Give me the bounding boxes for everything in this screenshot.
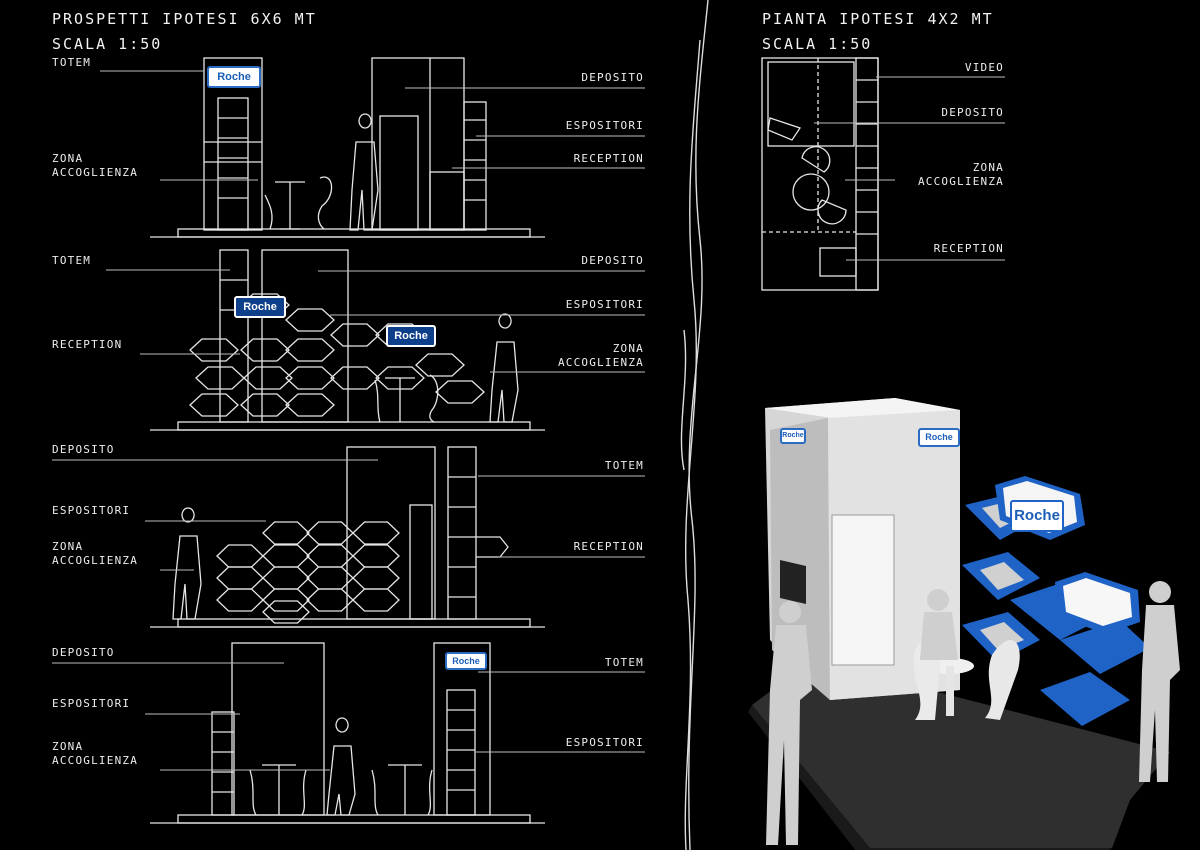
label-reception-1: RECEPTION (573, 152, 644, 165)
label-espositori-4: ESPOSITORI (52, 697, 131, 710)
stand-render (748, 398, 1180, 850)
roche-logo-elev4: Roche (445, 652, 487, 670)
label-plan-zona-a: ZONA (972, 161, 1004, 174)
hex-display-cell (240, 393, 290, 417)
label-espositori-3: ESPOSITORI (52, 504, 131, 517)
label-plan-reception: RECEPTION (933, 242, 1004, 255)
hex-display-cell (415, 353, 465, 377)
hex-display-cell (262, 600, 310, 624)
roche-logo-render-hex: Roche (1010, 500, 1064, 532)
label-zona-1a: ZONA (52, 152, 84, 165)
roche-logo-render-front: Roche (918, 428, 960, 447)
label-zona-4b: ACCOGLIENZA (52, 754, 139, 767)
hex-display-cell (352, 521, 400, 545)
plan-scale: SCALA 1:50 (762, 35, 873, 53)
hex-display-cell (285, 393, 335, 417)
label-zona-2b: ACCOGLIENZA (557, 356, 644, 369)
label-espositori-4-right: ESPOSITORI (565, 736, 644, 749)
label-espositori-1: ESPOSITORI (565, 119, 644, 132)
hex-display-cell (216, 566, 264, 590)
elevations-title: PROSPETTI IPOTESI 6X6 MT (52, 10, 317, 28)
label-reception-3: RECEPTION (573, 540, 644, 553)
label-plan-video: VIDEO (964, 61, 1004, 74)
hex-display-cell (306, 588, 354, 612)
hex-display-cell (352, 566, 400, 590)
hex-display-cell (243, 366, 293, 390)
hex-display-cell (262, 566, 310, 590)
hex-display-cell (216, 544, 264, 568)
label-plan-zona-b: ACCOGLIENZA (917, 175, 1004, 188)
floor-plan-drawing (761, 57, 879, 291)
roche-logo-render-side: Roche (780, 428, 806, 444)
roche-logo-elev2-a: Roche (234, 296, 286, 318)
label-reception-2: RECEPTION (52, 338, 123, 351)
label-espositori-2: ESPOSITORI (565, 298, 644, 311)
elevation-3-drawing (150, 446, 545, 628)
hex-display-cell (285, 338, 335, 362)
label-zona-1b: ACCOGLIENZA (52, 166, 139, 179)
hex-display-cell (216, 588, 264, 612)
label-totem-1: TOTEM (52, 56, 92, 69)
elevation-1-drawing (150, 57, 545, 238)
label-totem-3: TOTEM (604, 459, 644, 472)
divider-line (680, 0, 709, 850)
elevations-scale: SCALA 1:50 (52, 35, 163, 53)
hex-display-cell (306, 521, 354, 545)
elevation-4-drawing (150, 642, 545, 824)
elevation-2-drawing (150, 249, 545, 431)
label-deposito-3: DEPOSITO (52, 443, 115, 456)
label-plan-deposito: DEPOSITO (941, 106, 1004, 119)
hex-display-cell (352, 544, 400, 568)
hex-display-cell (195, 366, 245, 390)
hex-display-cell (285, 308, 335, 332)
hex-display-cell (262, 521, 310, 545)
leader-lines (52, 70, 645, 771)
hex-display-cell (435, 380, 485, 404)
label-zona-3a: ZONA (52, 540, 84, 553)
hex-display-cell (189, 393, 239, 417)
plan-leader-lines (814, 76, 1005, 261)
label-zona-2a: ZONA (612, 342, 644, 355)
hex-display-cell (262, 588, 310, 612)
hex-display-cell (240, 338, 290, 362)
label-totem-4: TOTEM (604, 656, 644, 669)
label-zona-4a: ZONA (52, 740, 84, 753)
roche-logo-elev1: Roche (207, 66, 261, 88)
hex-display-cell (375, 366, 425, 390)
hex-display-cell (352, 588, 400, 612)
hex-display-cell (306, 544, 354, 568)
hex-display-cell (330, 366, 380, 390)
hex-display-cell (330, 323, 380, 347)
plan-title: PIANTA IPOTESI 4X2 MT (762, 10, 994, 28)
label-zona-3b: ACCOGLIENZA (52, 554, 139, 567)
label-deposito-4: DEPOSITO (52, 646, 115, 659)
hex-display-cell (306, 566, 354, 590)
hex-display-cell (189, 338, 239, 362)
roche-logo-elev2-b: Roche (386, 325, 436, 347)
label-totem-2: TOTEM (52, 254, 92, 267)
label-deposito-1: DEPOSITO (581, 71, 644, 84)
hex-display-cell (262, 544, 310, 568)
label-deposito-2: DEPOSITO (581, 254, 644, 267)
hex-display-cell (285, 366, 335, 390)
